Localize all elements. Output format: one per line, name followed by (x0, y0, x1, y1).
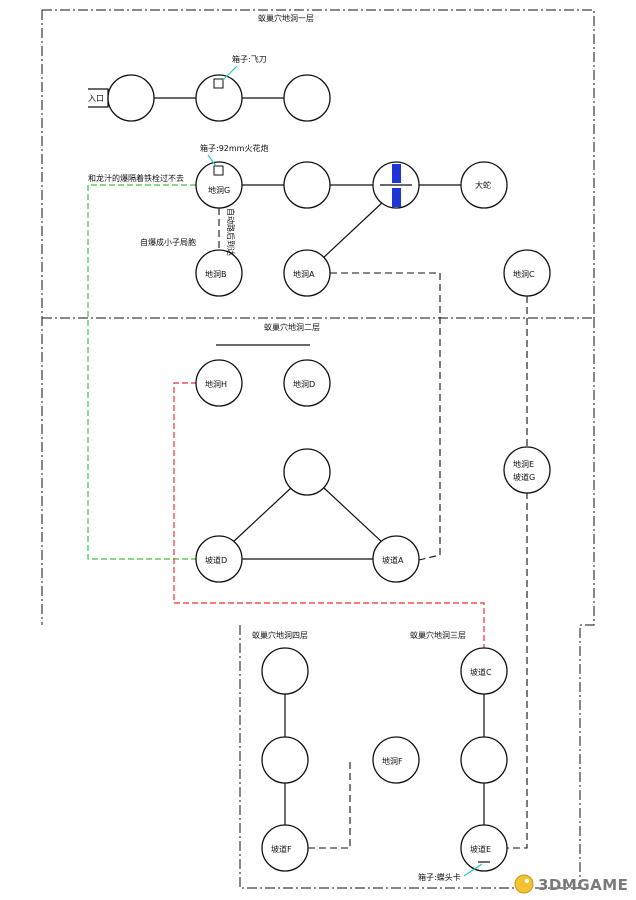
node-cave-eg (503, 446, 551, 494)
label-cave-a: 地洞A (293, 269, 315, 279)
edge-gate-a (321, 200, 385, 260)
label-cave-d: 地洞D (293, 379, 315, 389)
node-ramp-f (261, 824, 309, 872)
node-ramp-e (460, 824, 508, 872)
node-cave-f (372, 736, 420, 784)
label-box-dart: 箱子:飞刀 (232, 54, 267, 64)
floor3-title: 蚁巢穴地洞三层 (410, 630, 466, 640)
node-f4-top (261, 647, 309, 695)
node-cave-d (283, 359, 331, 407)
pointer-box-card (463, 863, 483, 877)
node-f2-top (283, 448, 331, 496)
box-icon-dart (213, 78, 224, 89)
node-f1-r1 (283, 161, 331, 209)
node-f1-1 (107, 74, 155, 122)
node-f4-mid (261, 736, 309, 784)
edge-top-d (231, 487, 292, 544)
label-vert-note: 自动路后到达 (226, 208, 236, 256)
gate-icon-top (392, 164, 401, 183)
label-cave-h: 地洞H (205, 379, 227, 389)
node-cave-a (283, 249, 331, 297)
gate-icon-bottom (392, 188, 401, 207)
watermark-logo-icon (514, 874, 534, 894)
node-f3-mid (460, 736, 508, 784)
label-box-92mm: 箱子:92mm火花炮 (200, 143, 268, 153)
dash-rf-up (308, 760, 351, 849)
label-box-card: 箱子:蝶头卡 (418, 872, 461, 882)
floor2-title: 蚁巢穴地洞二层 (264, 322, 320, 332)
label-ramp-c: 坡道C (470, 667, 492, 677)
label-ramp-a: 坡道A (382, 555, 404, 565)
border-lower-left (239, 625, 580, 889)
watermark-text: 3DMGAME (538, 876, 628, 894)
label-auto-blast: 自爆成小子局胞 (140, 237, 196, 247)
label-green-note: 和龙汁的爆隔着铁栓过不去 (88, 173, 184, 183)
node-cave-b (195, 249, 243, 297)
pointer-box-92mm (207, 154, 217, 167)
label-cave-eg-2: 坡道G (513, 472, 535, 482)
node-cave-h (195, 359, 243, 407)
label-cave-c: 地洞C (513, 269, 535, 279)
watermark-logo-eye (525, 879, 529, 883)
node-f1-3 (283, 74, 331, 122)
dash-a-ra (330, 272, 441, 561)
box-icon-92mm (213, 165, 224, 176)
label-cave-eg-1: 地洞E (513, 459, 534, 469)
entrance-label: 入口 (88, 94, 104, 103)
label-cave-g: 地洞G (208, 185, 230, 195)
node-ramp-d (195, 535, 243, 583)
dash-eg-re (507, 492, 528, 849)
border-right-lower (579, 318, 595, 888)
label-ramp-f: 坡道F (271, 844, 292, 854)
green-path (87, 184, 197, 560)
node-boss (460, 161, 508, 209)
edge-top-ra (323, 487, 384, 544)
node-ramp-a (372, 535, 420, 583)
watermark: 3DMGAME (514, 874, 628, 894)
label-cave-f: 地洞F (382, 756, 403, 766)
label-cave-b: 地洞B (205, 269, 227, 279)
node-f1-2 (195, 74, 243, 122)
floor4-title: 蚁巢穴地洞四层 (252, 630, 308, 640)
node-ramp-c (460, 647, 508, 695)
label-ramp-d: 坡道D (205, 555, 227, 565)
border-top (42, 9, 595, 318)
node-cave-c (503, 249, 551, 297)
pointer-box-dart (222, 65, 238, 81)
label-ramp-e: 坡道E (470, 844, 491, 854)
node-cave-g (195, 161, 243, 209)
floor1-title: 蚁巢穴地洞一层 (258, 13, 314, 23)
red-path (173, 382, 485, 648)
label-boss: 大蛇 (475, 180, 491, 190)
